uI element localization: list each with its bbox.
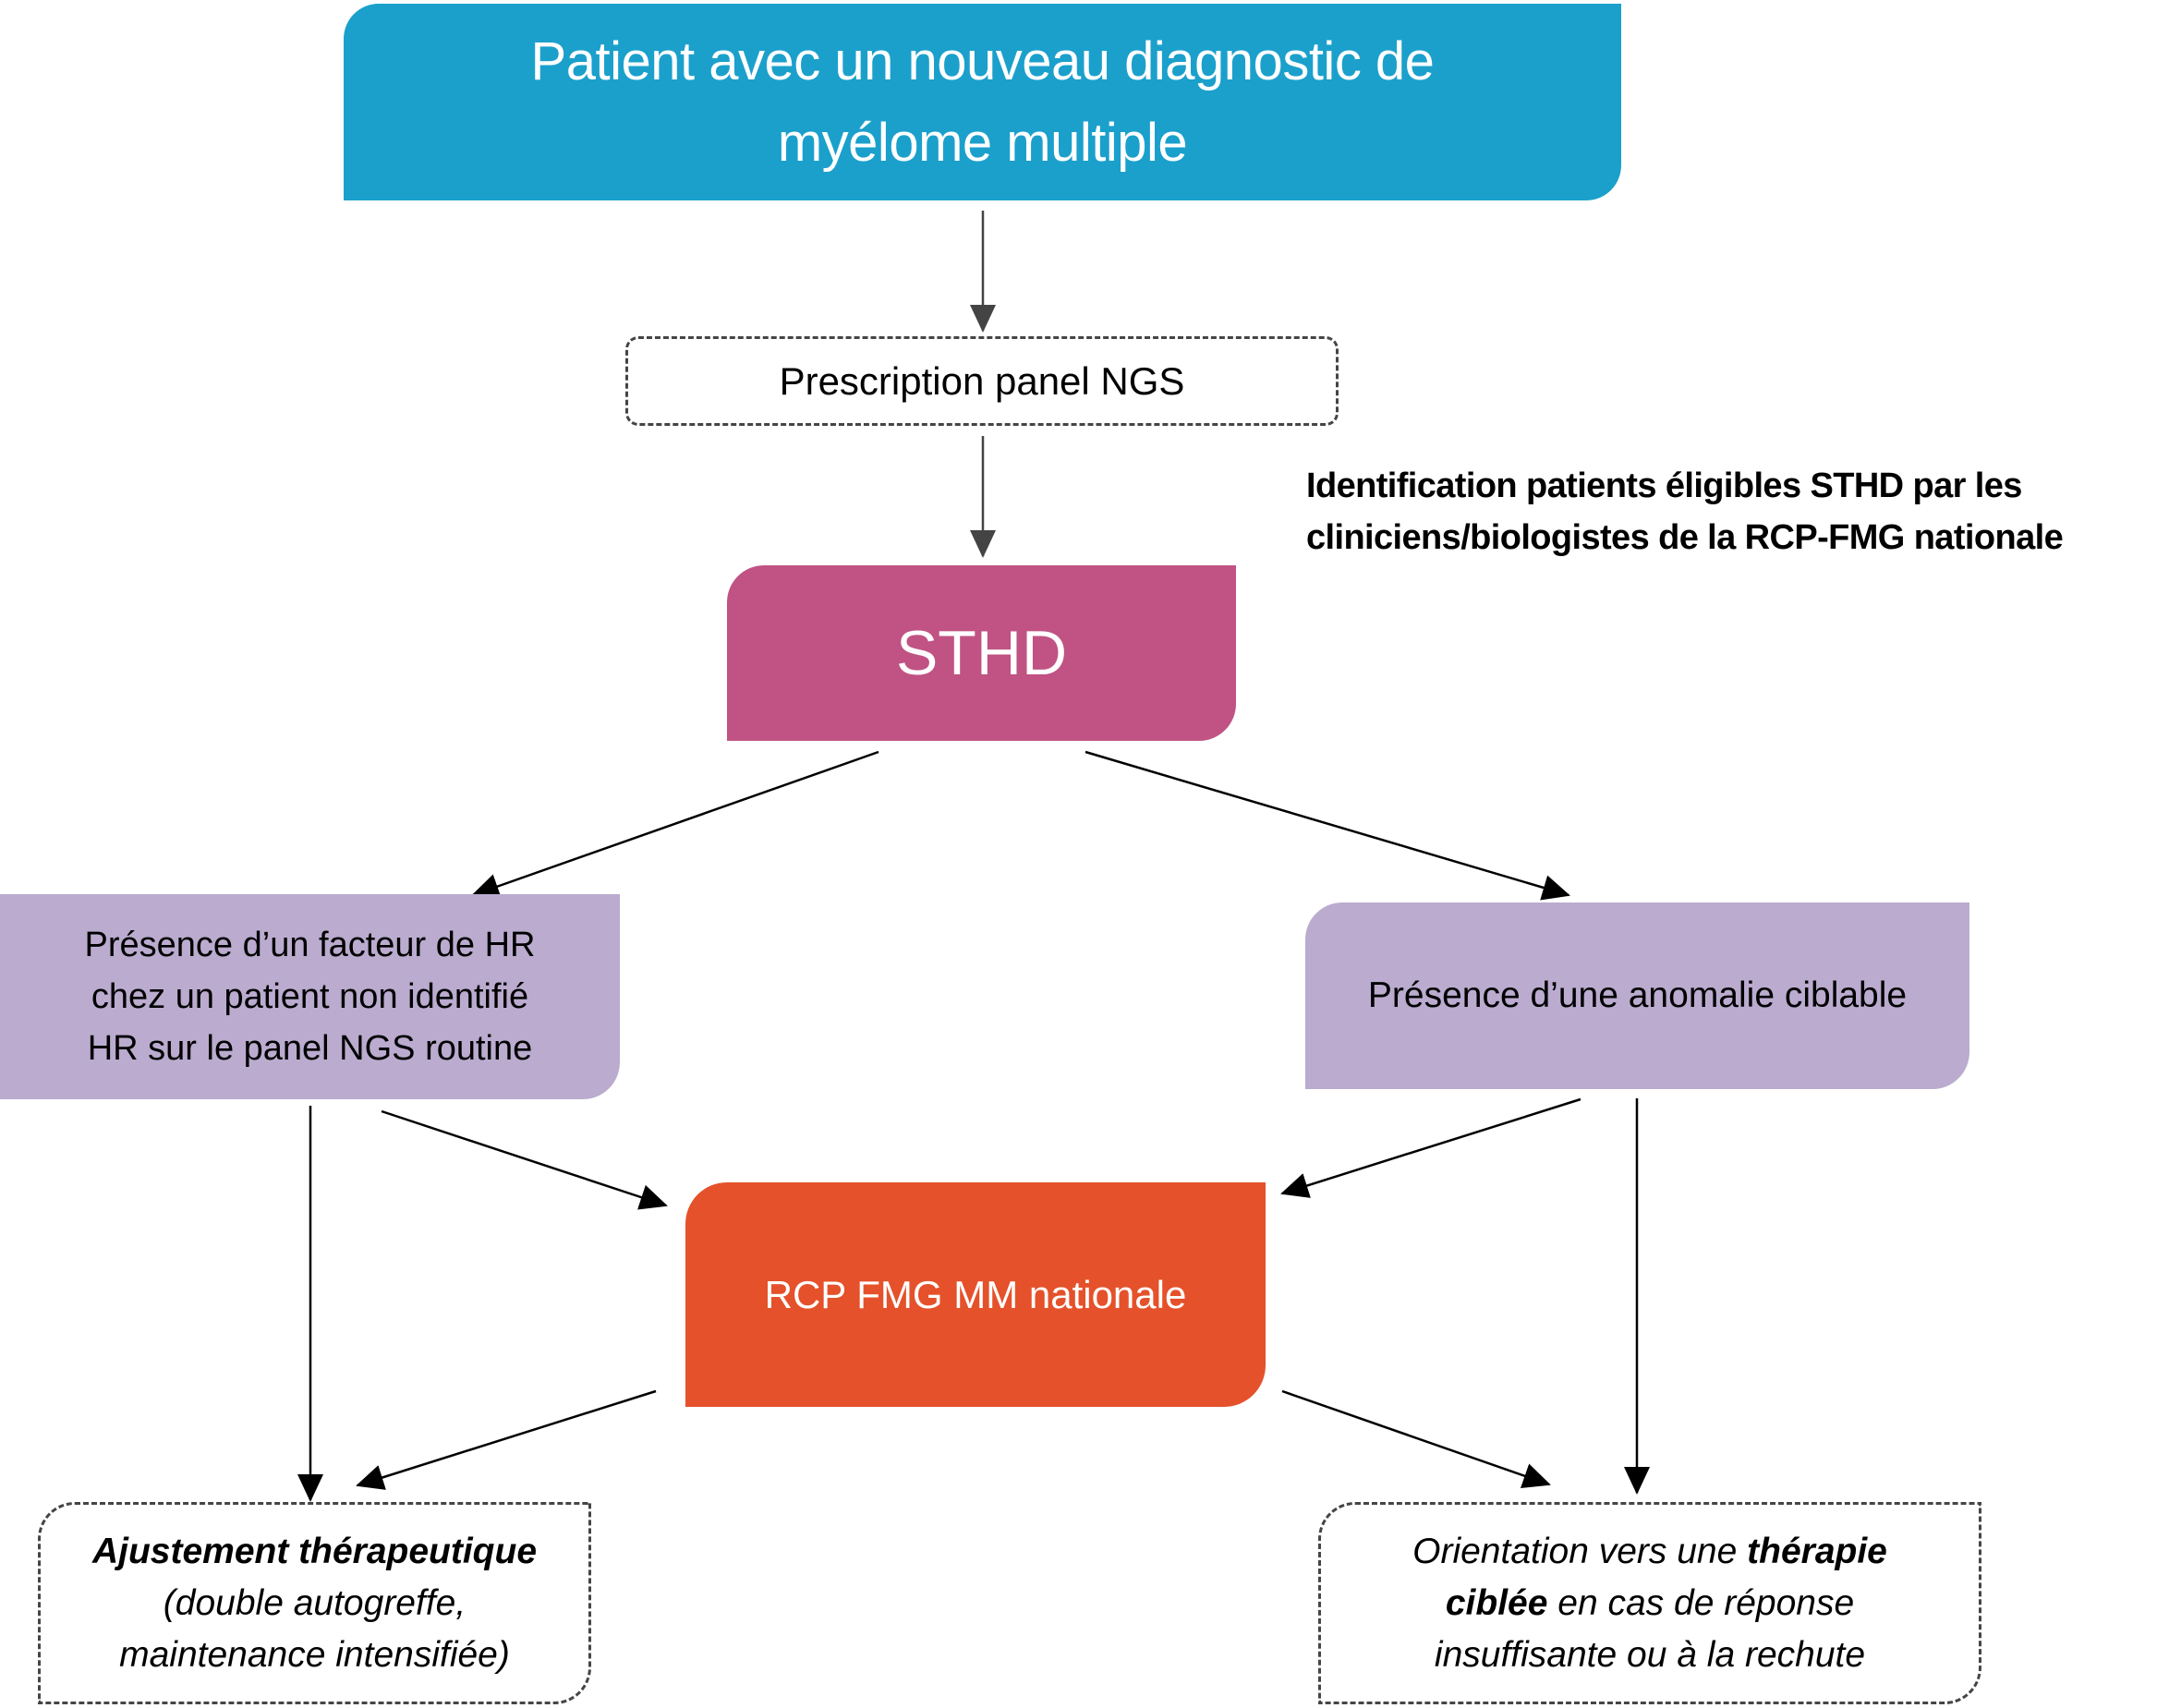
- node-rcp-label: RCP FMG MM nationale: [764, 1272, 1187, 1316]
- node-therapeutic-adjustment: Ajustement thérapeutique (double autogre…: [38, 1502, 591, 1704]
- node-adjustment-line2: (double autogreffe,: [163, 1582, 467, 1623]
- annotation-line2: cliniciens/biologistes de la RCP-FMG nat…: [1306, 518, 2064, 557]
- node-high-risk-line2: chez un patient non identifié: [91, 977, 529, 1016]
- node-orientation-text1: Orientation vers une: [1412, 1531, 1748, 1571]
- arrow-rcp-to-adjustment: [356, 1389, 657, 1490]
- node-new-diagnosis: Patient avec un nouveau diagnostic de my…: [344, 4, 1621, 200]
- annotation-eligibility: Identification patients éligibles STHD p…: [1306, 460, 2156, 563]
- node-new-diagnosis-line2: myélome multiple: [777, 112, 1188, 173]
- node-orientation-line1: Orientation vers une thérapie: [1412, 1526, 1887, 1578]
- arrow-high-risk-to-rcp: [381, 1109, 668, 1210]
- node-orientation-text2: en cas de réponse: [1547, 1582, 1855, 1623]
- node-adjustment-line3: maintenance intensifiée): [119, 1634, 510, 1675]
- node-high-risk-line3: HR sur le panel NGS routine: [87, 1029, 533, 1068]
- node-adjustment-title: Ajustement thérapeutique: [91, 1531, 538, 1571]
- node-orientation-bold1: thérapie: [1747, 1531, 1887, 1571]
- arrow-sthd-to-high-risk: [471, 750, 879, 899]
- node-ngs-prescription-label: Prescription panel NGS: [779, 358, 1185, 403]
- node-ngs-prescription: Prescription panel NGS: [625, 336, 1339, 426]
- arrow-sthd-to-targetable: [1085, 750, 1570, 901]
- node-orientation-line3: insuffisante ou à la rechute: [1434, 1634, 1866, 1675]
- arrow-targetable-to-rcp: [1280, 1097, 1581, 1198]
- node-orientation-bold2: ciblée: [1445, 1582, 1548, 1623]
- arrow-rcp-to-orientation: [1281, 1389, 1551, 1488]
- node-new-diagnosis-line1: Patient avec un nouveau diagnostic de: [530, 30, 1435, 91]
- node-sthd-label: STHD: [895, 618, 1068, 688]
- node-targetable-label: Présence d’une anomalie ciblable: [1367, 975, 1908, 1015]
- node-orientation-line2: ciblée en cas de réponse: [1412, 1578, 1887, 1629]
- node-high-risk-line1: Présence d’un facteur de HR: [84, 926, 536, 964]
- node-sthd: STHD: [727, 565, 1236, 741]
- annotation-line1: Identification patients éligibles STHD p…: [1306, 466, 2022, 505]
- node-high-risk-factor: Présence d’un facteur de HR chez un pati…: [0, 894, 620, 1099]
- node-targetable-anomaly: Présence d’une anomalie ciblable: [1305, 902, 1969, 1089]
- node-rcp-national: RCP FMG MM nationale: [685, 1182, 1266, 1407]
- node-targeted-therapy-orientation: Orientation vers une thérapie ciblée en …: [1318, 1502, 1981, 1704]
